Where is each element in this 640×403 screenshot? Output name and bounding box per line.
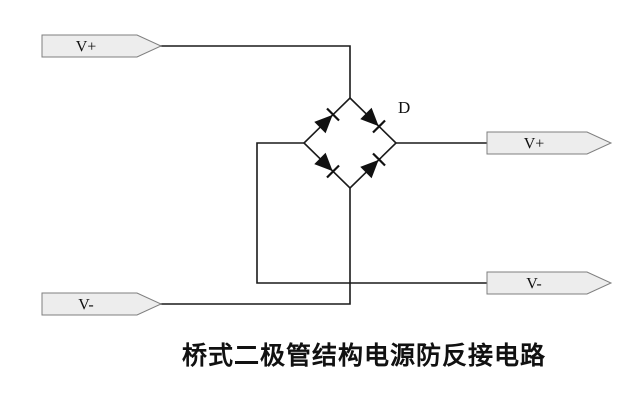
terminal-output-vminus-label: V- [526,276,541,293]
wire-bridge-bottom-to-input-vminus [160,187,351,305]
terminal-input-vminus: V- [41,292,163,316]
terminal-arrow-shape [41,34,163,58]
diode-bottom-right [360,152,386,179]
terminal-output-vminus: V- [486,271,613,295]
diode-triangle-icon [314,114,333,134]
diagram-caption: 桥式二极管结构电源防反接电路 [182,341,546,370]
wire-bridge-left-to-output-vminus [256,142,488,284]
diode-triangle-icon [314,152,333,172]
terminal-output-vplus-label: V+ [524,136,545,153]
diode-cathode-bar-icon [326,107,340,122]
diode-bottom-left [314,152,340,179]
diode-triangle-icon [360,107,379,127]
terminal-arrow-shape [486,131,613,155]
diode-cathode-bar-icon [372,119,386,134]
terminal-arrow-shape [41,292,163,316]
terminal-input-vminus-label: V- [78,297,93,314]
bridge-designator-label: D [398,98,410,117]
wire-input-vplus-to-bridge-top [160,45,351,99]
diode-cathode-bar-icon [372,152,386,167]
terminal-arrow-shape [486,271,613,295]
bridge-diamond-outline [302,96,398,190]
terminal-input-vplus: V+ [41,34,163,58]
terminal-output-vplus: V+ [486,131,613,155]
diode-triangle-icon [360,159,379,179]
diode-cathode-bar-icon [326,164,340,179]
terminal-input-vplus-label: V+ [76,39,97,56]
diode-top-right [360,107,386,134]
diode-top-left [314,107,340,134]
